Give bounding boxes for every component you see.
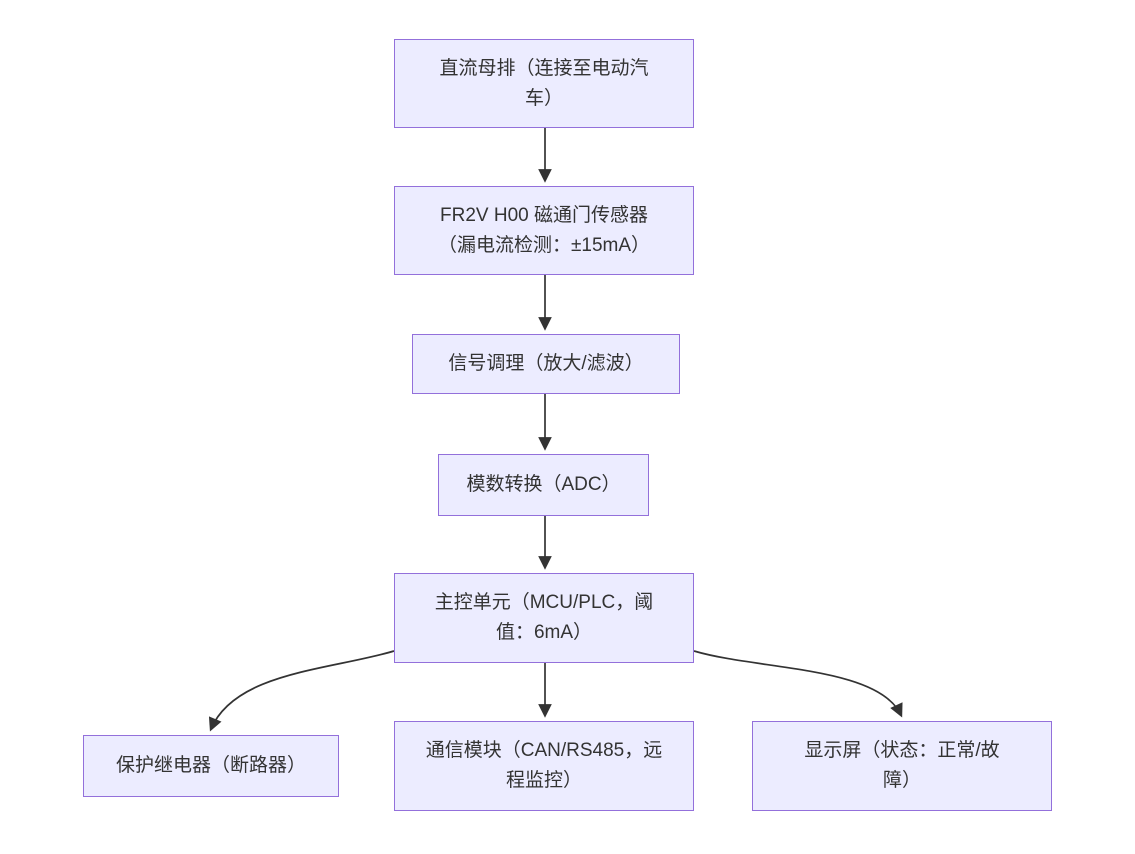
node-label-line: 主控单元（MCU/PLC，阈 bbox=[434, 592, 654, 613]
node-mcu: 主控单元（MCU/PLC，阈 值：6mA） bbox=[394, 573, 694, 663]
node-adc: 模数转换（ADC） bbox=[438, 454, 649, 516]
node-label-line: 模数转换（ADC） bbox=[466, 474, 621, 495]
node-dc-bus: 直流母排（连接至电动汽 车） bbox=[394, 39, 694, 128]
node-label-line: 程监控） bbox=[505, 770, 582, 791]
node-signal-conditioning: 信号调理（放大/滤波） bbox=[412, 334, 680, 394]
node-label-line: 保护继电器（断路器） bbox=[115, 755, 306, 776]
node-display-screen: 显示屏（状态：正常/故 障） bbox=[752, 721, 1052, 811]
node-label-line: 通信模块（CAN/RS485，远 bbox=[425, 740, 663, 761]
edge-mcu-to-display bbox=[693, 650, 903, 718]
node-label-line: 值：6mA） bbox=[495, 622, 593, 643]
node-label-line: 信号调理（放大/滤波） bbox=[448, 353, 644, 374]
node-sensor: FR2V H00 磁通门传感器 （漏电流检测：±15mA） bbox=[394, 186, 694, 275]
node-label-line: FR2V H00 磁通门传感器 bbox=[440, 204, 648, 226]
node-label-line: 车） bbox=[524, 87, 563, 109]
node-label-line: 显示屏（状态：正常/故 bbox=[804, 740, 1000, 761]
edge-mcu-to-relay bbox=[208, 650, 395, 732]
node-label-line: （漏电流检测：±15mA） bbox=[437, 234, 651, 256]
node-comm-module: 通信模块（CAN/RS485，远 程监控） bbox=[394, 721, 694, 811]
node-protection-relay: 保护继电器（断路器） bbox=[83, 735, 339, 797]
node-label-line: 直流母排（连接至电动汽 bbox=[439, 57, 649, 79]
node-label-line: 障） bbox=[882, 770, 921, 791]
